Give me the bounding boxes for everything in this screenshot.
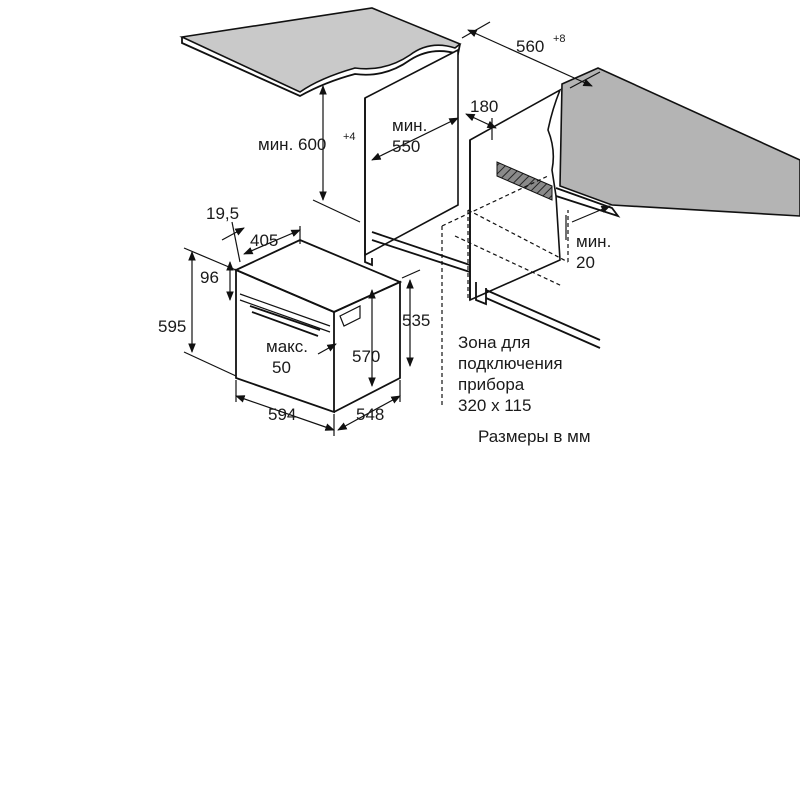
- dim-594-line: [235, 395, 335, 431]
- connection-zone-outline: [441, 175, 569, 405]
- dim-560-ext-left: [461, 21, 491, 39]
- connection-zone-area: [496, 161, 553, 201]
- dim-19-5-line: [221, 227, 245, 241]
- cabinet-right-panel: [469, 88, 562, 302]
- connection-zone-line3: прибора: [458, 375, 525, 394]
- label-560: 560: [516, 37, 544, 56]
- connection-zone-line2: подключения: [458, 354, 563, 373]
- oven-side-flange: [339, 305, 361, 327]
- oven-handle: [249, 305, 321, 337]
- countertop-right: [559, 67, 800, 217]
- countertop-right-edge: [555, 187, 621, 218]
- cabinet-right-foot: [475, 282, 487, 306]
- dim-405-line: [243, 229, 301, 255]
- label-570: 570: [352, 347, 380, 366]
- connection-zone-line1: Зона для: [458, 333, 530, 352]
- label-560-tolerance: +8: [553, 33, 566, 45]
- label-600-tolerance: +4: [343, 131, 356, 143]
- label-550-line1: мин.: [392, 116, 427, 135]
- label-96: 96: [200, 268, 219, 287]
- units-note: Размеры в мм: [478, 427, 591, 446]
- dim-50-line: [317, 343, 337, 355]
- dim-535-ext: [401, 269, 421, 279]
- label-19-5: 19,5: [206, 204, 239, 223]
- label-594: 594: [268, 405, 296, 424]
- oven-side: [333, 280, 401, 413]
- dim-600-ext: [312, 199, 361, 223]
- dim-180-line: [465, 113, 497, 129]
- dim-550-line: [371, 117, 459, 161]
- label-405: 405: [250, 231, 278, 250]
- dim-560-ext-right: [569, 71, 601, 89]
- dim-548-line: [337, 395, 401, 431]
- label-548: 548: [356, 405, 384, 424]
- countertop-left-edge: [181, 37, 461, 98]
- countertop-left: [179, 7, 462, 93]
- plinth-right: [485, 289, 601, 349]
- label-595: 595: [158, 317, 186, 336]
- label-550-line2: 550: [392, 137, 420, 156]
- connection-zone-line4: 320 x 115: [458, 396, 531, 415]
- label-50-line1: макс.: [266, 337, 308, 356]
- dim-20-line: [571, 205, 611, 223]
- dim-560-line: [467, 29, 593, 87]
- dim-19-5-ext: [231, 221, 241, 263]
- dim-595-ext-bottom: [183, 351, 237, 377]
- label-20-line1: мин.: [576, 232, 611, 251]
- label-535: 535: [402, 311, 430, 330]
- label-20-line2: 20: [576, 253, 595, 272]
- cabinet-left-bottom: [364, 255, 373, 267]
- label-180: 180: [470, 97, 498, 116]
- dim-595-ext-top: [183, 247, 237, 271]
- label-600: мин. 600: [258, 135, 326, 154]
- oven-control-panel: [239, 293, 331, 333]
- label-50-line2: 50: [272, 358, 291, 377]
